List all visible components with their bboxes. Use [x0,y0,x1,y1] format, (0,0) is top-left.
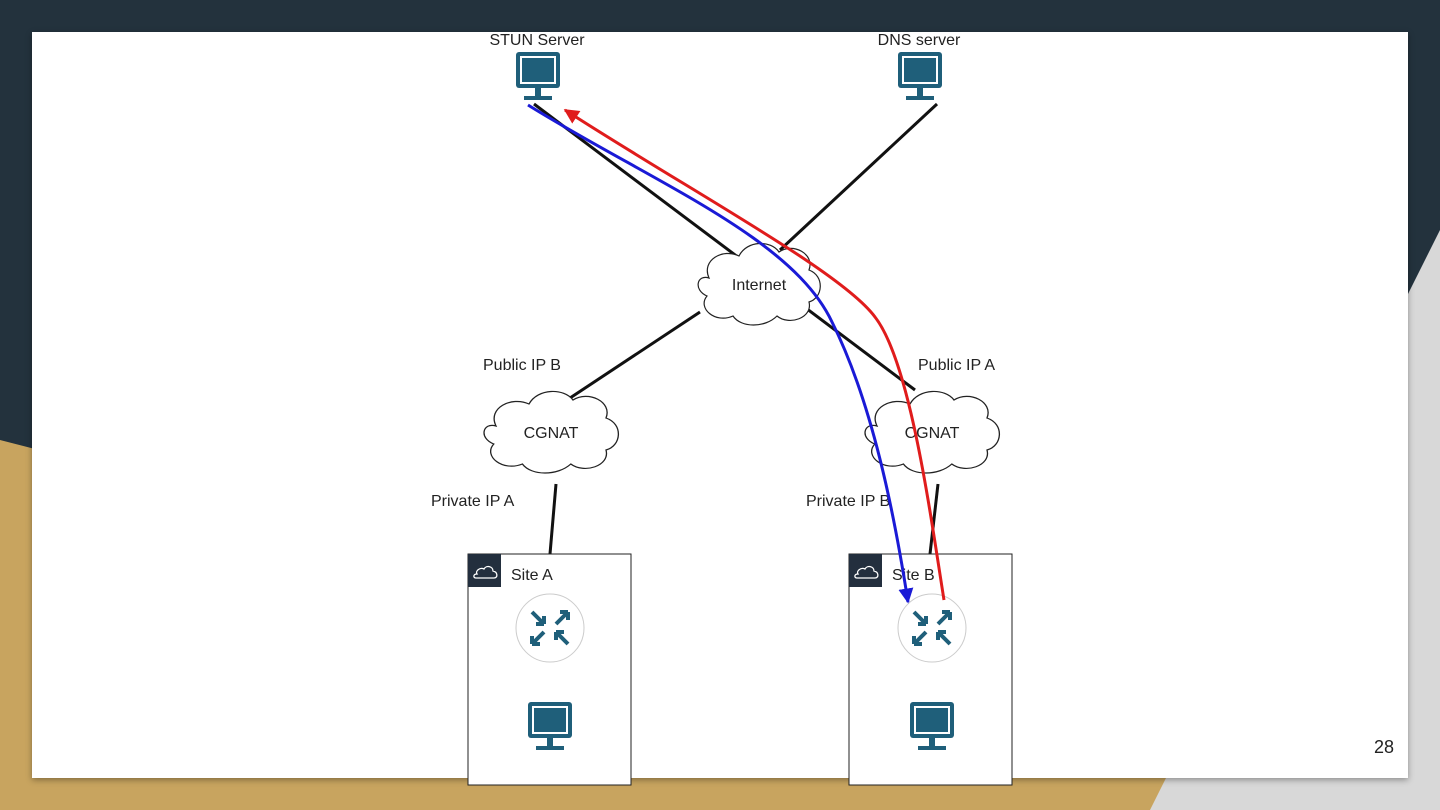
public-ip-b-label: Public IP B [483,357,561,374]
cloud-icon [854,565,879,579]
site-b-cloud-badge [849,554,882,587]
stun-response-arrow [527,103,914,604]
network-diagram: Internet CGNAT CGNAT STUN Server DNS ser… [431,32,1013,786]
site-b-group: Site B [848,553,1013,786]
link-cgnat-left-to-site-a [548,483,558,555]
cgnat-left-label: CGNAT [524,425,579,442]
site-b-label: Site B [892,567,935,584]
internet-label: Internet [732,277,787,294]
slide-number: 28 [1373,737,1394,757]
internet-cloud: Internet [697,242,821,326]
private-ip-b-label: Private IP B [806,493,890,510]
private-ip-a-label: Private IP A [431,493,515,510]
site-a-group: Site A [467,553,632,786]
router-a-icon [515,593,585,663]
cgnat-right-label: CGNAT [905,425,960,442]
stun-server-label: STUN Server [489,32,585,49]
stun-server-icon [516,52,560,100]
router-b-icon [897,593,967,663]
site-a-cloud-badge [468,554,501,587]
link-dns-to-internet [778,102,939,252]
link-cgnat-right-to-site-b [928,483,940,555]
slide: Internet CGNAT CGNAT STUN Server DNS ser… [32,32,1408,786]
link-stun-to-cgnat-right [533,102,916,392]
stun-request-arrow [563,108,946,601]
public-ip-a-label: Public IP A [918,357,995,374]
dns-server-icon [898,52,942,100]
link-internet-to-cgnat-left [569,310,701,400]
cloud-icon [473,565,498,579]
site-a-label: Site A [511,567,553,584]
dns-server-label: DNS server [878,32,961,49]
